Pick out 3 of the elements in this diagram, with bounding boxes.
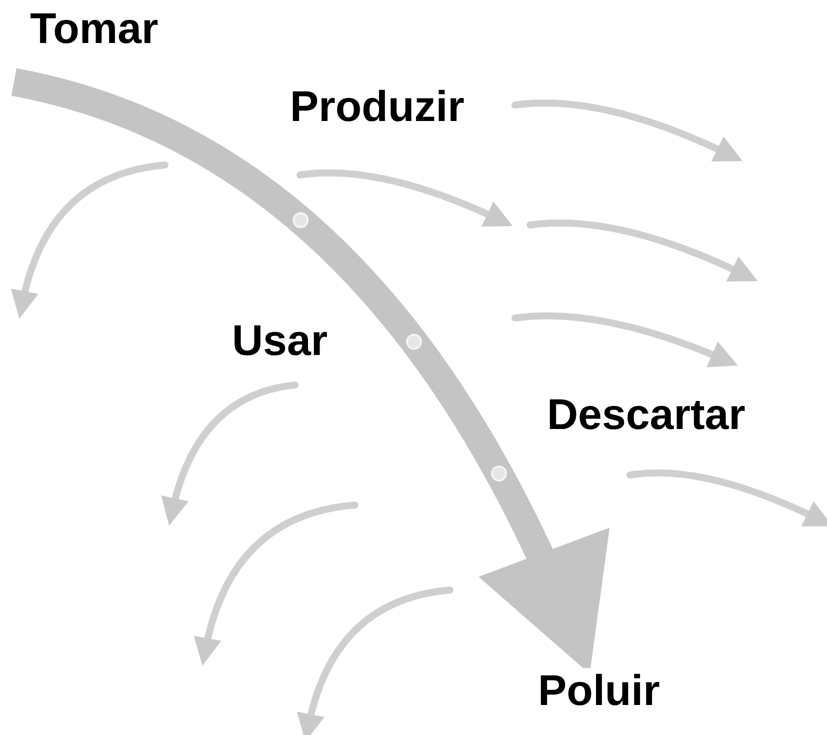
- stage-label: Tomar: [29, 6, 160, 52]
- stage-label: Descartar: [546, 392, 746, 438]
- stage-label: Poluir: [537, 668, 661, 714]
